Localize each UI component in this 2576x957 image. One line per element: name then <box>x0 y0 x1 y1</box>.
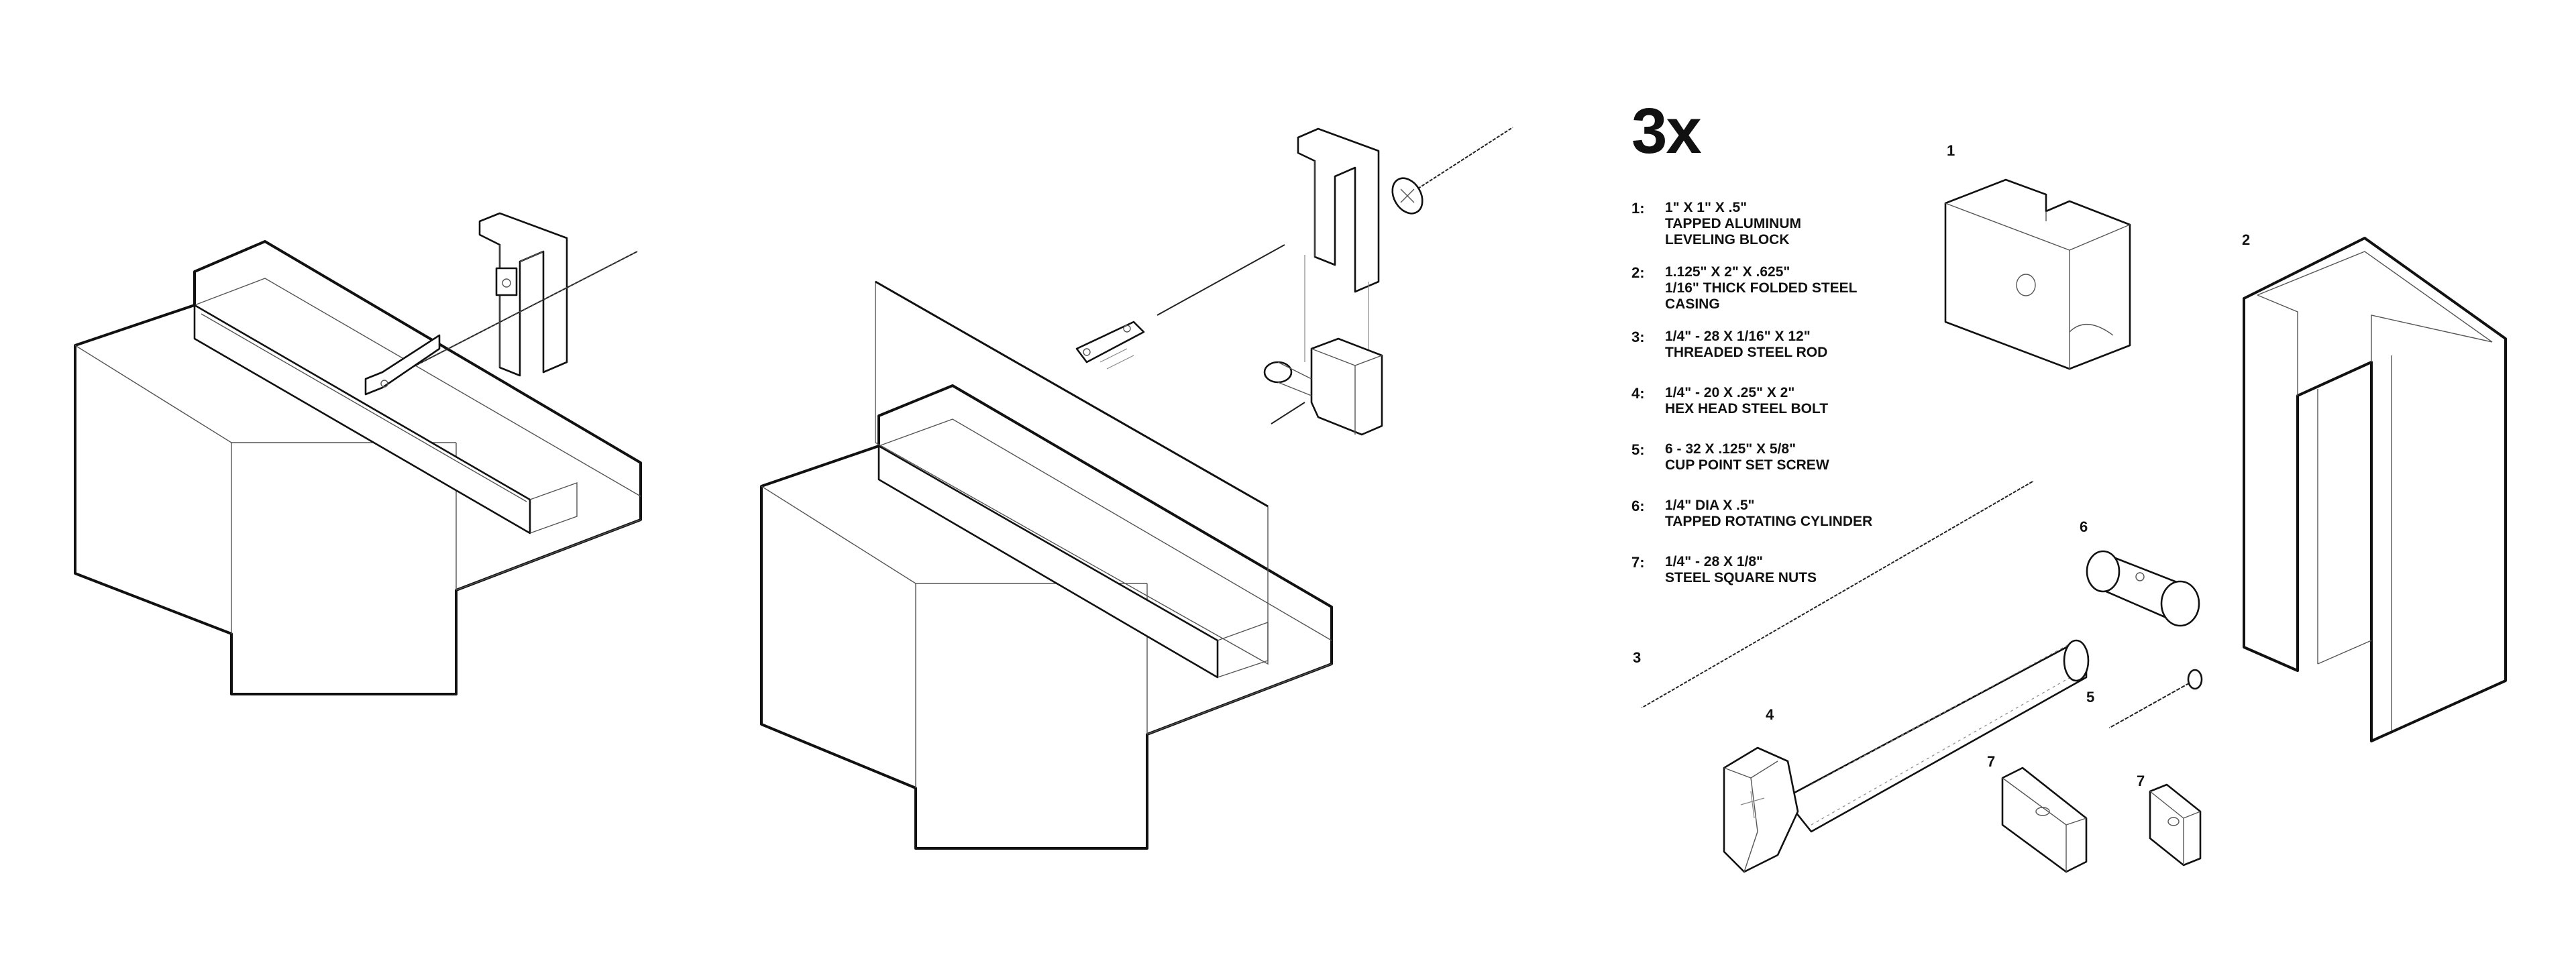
legend-item-line: Hex Head Steel Bolt <box>1665 401 1829 416</box>
legend-item-number: 6: <box>1631 498 1645 514</box>
casing-exploded <box>1297 127 1380 293</box>
legend-item: 5: 6 - 32 x .125" x 5/8"Cup Point Set Scr… <box>1631 441 1940 482</box>
legend-item-text: 1.125" x 2" x .625"1/16" Thick Folded St… <box>1665 264 1940 313</box>
legend-item-number: 3: <box>1631 329 1645 345</box>
legend-item-line: Casing <box>1665 296 1720 312</box>
part-label-2: 2 <box>2242 231 2251 248</box>
legend-item-number: 5: <box>1631 441 1645 458</box>
legend-item-text: 1" x 1" x .5"Tapped AluminumLeveling Blo… <box>1665 200 1940 248</box>
legend-item-line: Leveling Block <box>1665 232 1790 247</box>
part-3-threaded-rod <box>1640 478 2035 711</box>
part-label-7a: 7 <box>1987 753 1996 770</box>
legend-item-line: Tapped Aluminum <box>1665 216 1801 231</box>
legend-item: 6: 1/4" DIA x .5"Tapped Rotating Cylinder <box>1631 498 1940 538</box>
legend-item-line: Steel Square Nuts <box>1665 570 1817 585</box>
assembly-view-left <box>74 212 642 695</box>
bolt-exploded <box>1391 126 1513 215</box>
legend-item-line: 1/4" - 28 x 1/16" x 12" <box>1665 329 1811 344</box>
part-label-5: 5 <box>2086 689 2095 706</box>
legend-item-line: 1" x 1" x .5" <box>1665 200 1748 215</box>
part-6-cylinder <box>2086 550 2200 627</box>
part-1-leveling-block <box>1944 178 2131 370</box>
quantity-title: 3x <box>1631 95 1702 167</box>
parts-legend: 1: 1" x 1" x .5"Tapped AluminumLeveling B… <box>1631 200 1940 610</box>
block-exploded <box>1310 337 1383 436</box>
legend-item: 2: 1.125" x 2" x .625"1/16" Thick Folded … <box>1631 264 1940 313</box>
legend-item-number: 2: <box>1631 264 1645 281</box>
part-4-hex-bolt <box>1723 639 2090 873</box>
legend-item-text: 6 - 32 x .125" x 5/8"Cup Point Set Screw <box>1665 441 1940 473</box>
legend-item-text: 1/4" - 20 x .25" x 2"Hex Head Steel Bolt <box>1665 385 1940 417</box>
legend-item-line: 1.125" x 2" x .625" <box>1665 264 1790 280</box>
part-label-7b: 7 <box>2137 773 2145 789</box>
part-7-square-nut-a <box>2001 767 2088 873</box>
legend-item-text: 1/4" DIA x .5"Tapped Rotating Cylinder <box>1665 498 1940 530</box>
legend-item: 4: 1/4" - 20 x .25" x 2"Hex Head Steel Bo… <box>1631 385 1940 425</box>
mount-body-outline-2 <box>760 384 1333 850</box>
part-5-set-screw <box>2106 669 2203 734</box>
legend-item-number: 1: <box>1631 200 1645 217</box>
legend-item-text: 1/4" - 28 x 1/8"Steel Square Nuts <box>1665 554 1940 586</box>
part-label-3: 3 <box>1633 649 1642 666</box>
part-2-steel-casing <box>2243 237 2507 742</box>
legend-item-line: 6 - 32 x .125" x 5/8" <box>1665 441 1796 457</box>
legend-item-line: 1/16" Thick Folded Steel <box>1665 280 1858 296</box>
part-7-square-nut-b <box>2149 783 2202 866</box>
legend-item-number: 7: <box>1631 554 1645 571</box>
legend-item-line: 1/4" - 20 x .25" x 2" <box>1665 385 1795 400</box>
legend-item-line: Tapped Rotating Cylinder <box>1665 514 1873 529</box>
part-label-6: 6 <box>2080 518 2088 535</box>
part-label-1: 1 <box>1947 142 1955 159</box>
legend-item-line: Threaded Steel Rod <box>1665 345 1828 360</box>
legend-item: 7: 1/4" - 28 x 1/8"Steel Square Nuts <box>1631 554 1940 594</box>
legend-item-text: 1/4" - 28 x 1/16" x 12"Threaded Steel Ro… <box>1665 329 1940 361</box>
legend-item-line: 1/4" DIA x .5" <box>1665 498 1755 513</box>
legend-item: 3: 1/4" - 28 x 1/16" x 12"Threaded Steel … <box>1631 329 1940 369</box>
legend-item-line: Cup Point Set Screw <box>1665 457 1829 473</box>
assembly-view-middle <box>760 126 1513 850</box>
legend-item: 1: 1" x 1" x .5"Tapped AluminumLeveling B… <box>1631 200 1940 248</box>
legend-item-line: 1/4" - 28 x 1/8" <box>1665 554 1763 569</box>
legend-item-number: 4: <box>1631 385 1645 402</box>
part-label-4: 4 <box>1766 706 1774 723</box>
